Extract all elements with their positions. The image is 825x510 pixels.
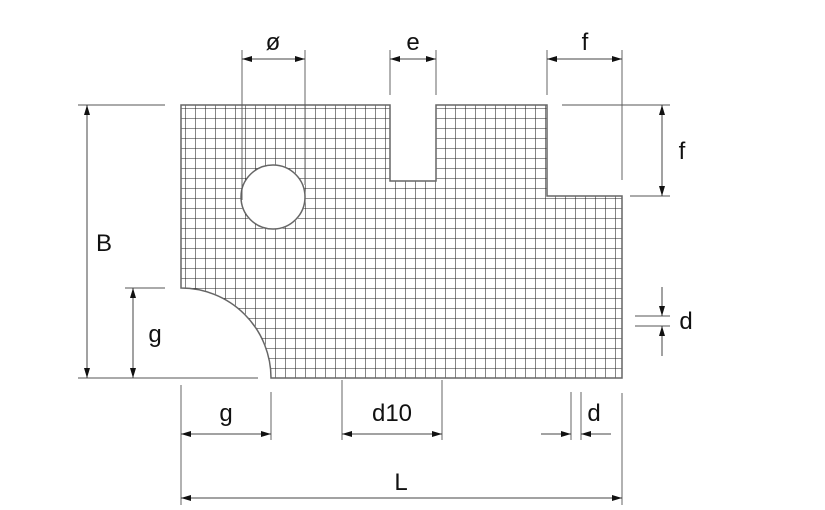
dimension-radius-vertical: g [125,287,165,378]
radius-vertical-label: g [148,321,161,348]
dimension-radius-horizontal: g [181,400,271,437]
diameter-label: ø [266,29,281,56]
dimension-mesh-vertical: d [635,287,693,356]
ten-mesh-label: d10 [372,400,412,427]
height-label: B [96,230,112,257]
corner-width-label: f [582,29,589,56]
dimension-notch-width: e [389,29,437,95]
dimension-diameter: ø [241,29,306,200]
length-label: L [394,469,407,496]
corner-height-label: f [679,138,686,165]
dimension-ten-mesh: d10 [342,400,442,437]
mesh-horizontal-label: d [587,400,600,427]
notch-width-label: e [406,29,419,56]
mesh-vertical-label: d [679,308,692,335]
radius-horizontal-label: g [219,400,232,427]
mesh-panel [180,104,623,379]
dimension-corner-height: f [562,104,686,197]
dimension-corner-width: f [546,29,623,180]
dimension-length: L [181,469,622,501]
dimension-mesh-horizontal: d [541,400,611,437]
dimension-height: B [78,104,258,379]
panel-outline [180,104,623,379]
